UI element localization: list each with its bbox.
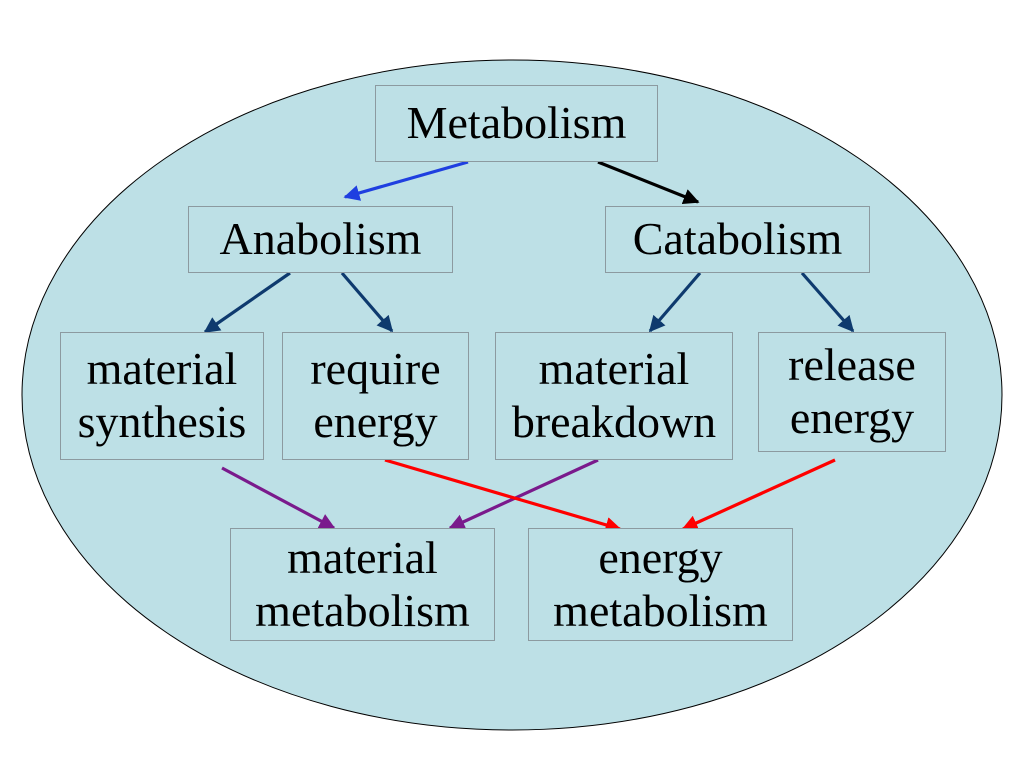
arrow-material-synthesis-to-material-metabolism [221, 466, 336, 530]
arrow-anabolism-to-material-synthesis [203, 271, 291, 334]
node-material-metabolism: material metabolism [230, 528, 495, 641]
node-material-synthesis-line2: synthesis [77, 396, 247, 447]
node-require-energy-line2: energy [313, 396, 438, 447]
node-energy-metabolism-line2: metabolism [553, 584, 768, 636]
node-material-synthesis-line1: material [86, 343, 238, 395]
node-require-energy-line1: require [310, 343, 441, 395]
arrow-require-energy-to-energy-metabolism [384, 458, 622, 533]
edge-layer [203, 160, 855, 533]
node-release-energy: release energy [758, 332, 946, 452]
node-anabolism-label: Anabolism [219, 213, 422, 265]
arrow-material-breakdown-to-material-metabolism [448, 458, 599, 530]
node-anabolism: Anabolism [188, 206, 453, 273]
arrow-release-energy-to-energy-metabolism [681, 458, 836, 531]
node-material-metabolism-line1: material [287, 531, 438, 583]
node-material-synthesis: material synthesis [60, 332, 264, 460]
arrow-anabolism-to-require-energy [340, 271, 394, 333]
arrow-catabolism-to-release-energy [800, 271, 855, 333]
node-energy-metabolism-line1: energy [598, 531, 723, 583]
arrow-metabolism-to-anabolism [343, 160, 469, 201]
node-material-metabolism-line2: metabolism [255, 584, 470, 636]
arrow-catabolism-to-material-breakdown [648, 271, 702, 333]
node-material-breakdown: material breakdown [495, 332, 733, 460]
node-energy-metabolism: energy metabolism [528, 528, 793, 641]
node-metabolism: Metabolism [375, 85, 658, 162]
arrow-metabolism-to-catabolism [597, 160, 700, 205]
node-catabolism: Catabolism [605, 206, 870, 273]
node-require-energy: require energy [282, 332, 469, 460]
node-material-breakdown-line1: material [538, 343, 690, 395]
node-material-breakdown-line2: breakdown [511, 396, 717, 447]
node-release-energy-line2: energy [789, 392, 915, 443]
node-release-energy-line1: release [788, 339, 916, 391]
node-metabolism-label: Metabolism [406, 97, 627, 149]
node-catabolism-label: Catabolism [632, 213, 843, 265]
